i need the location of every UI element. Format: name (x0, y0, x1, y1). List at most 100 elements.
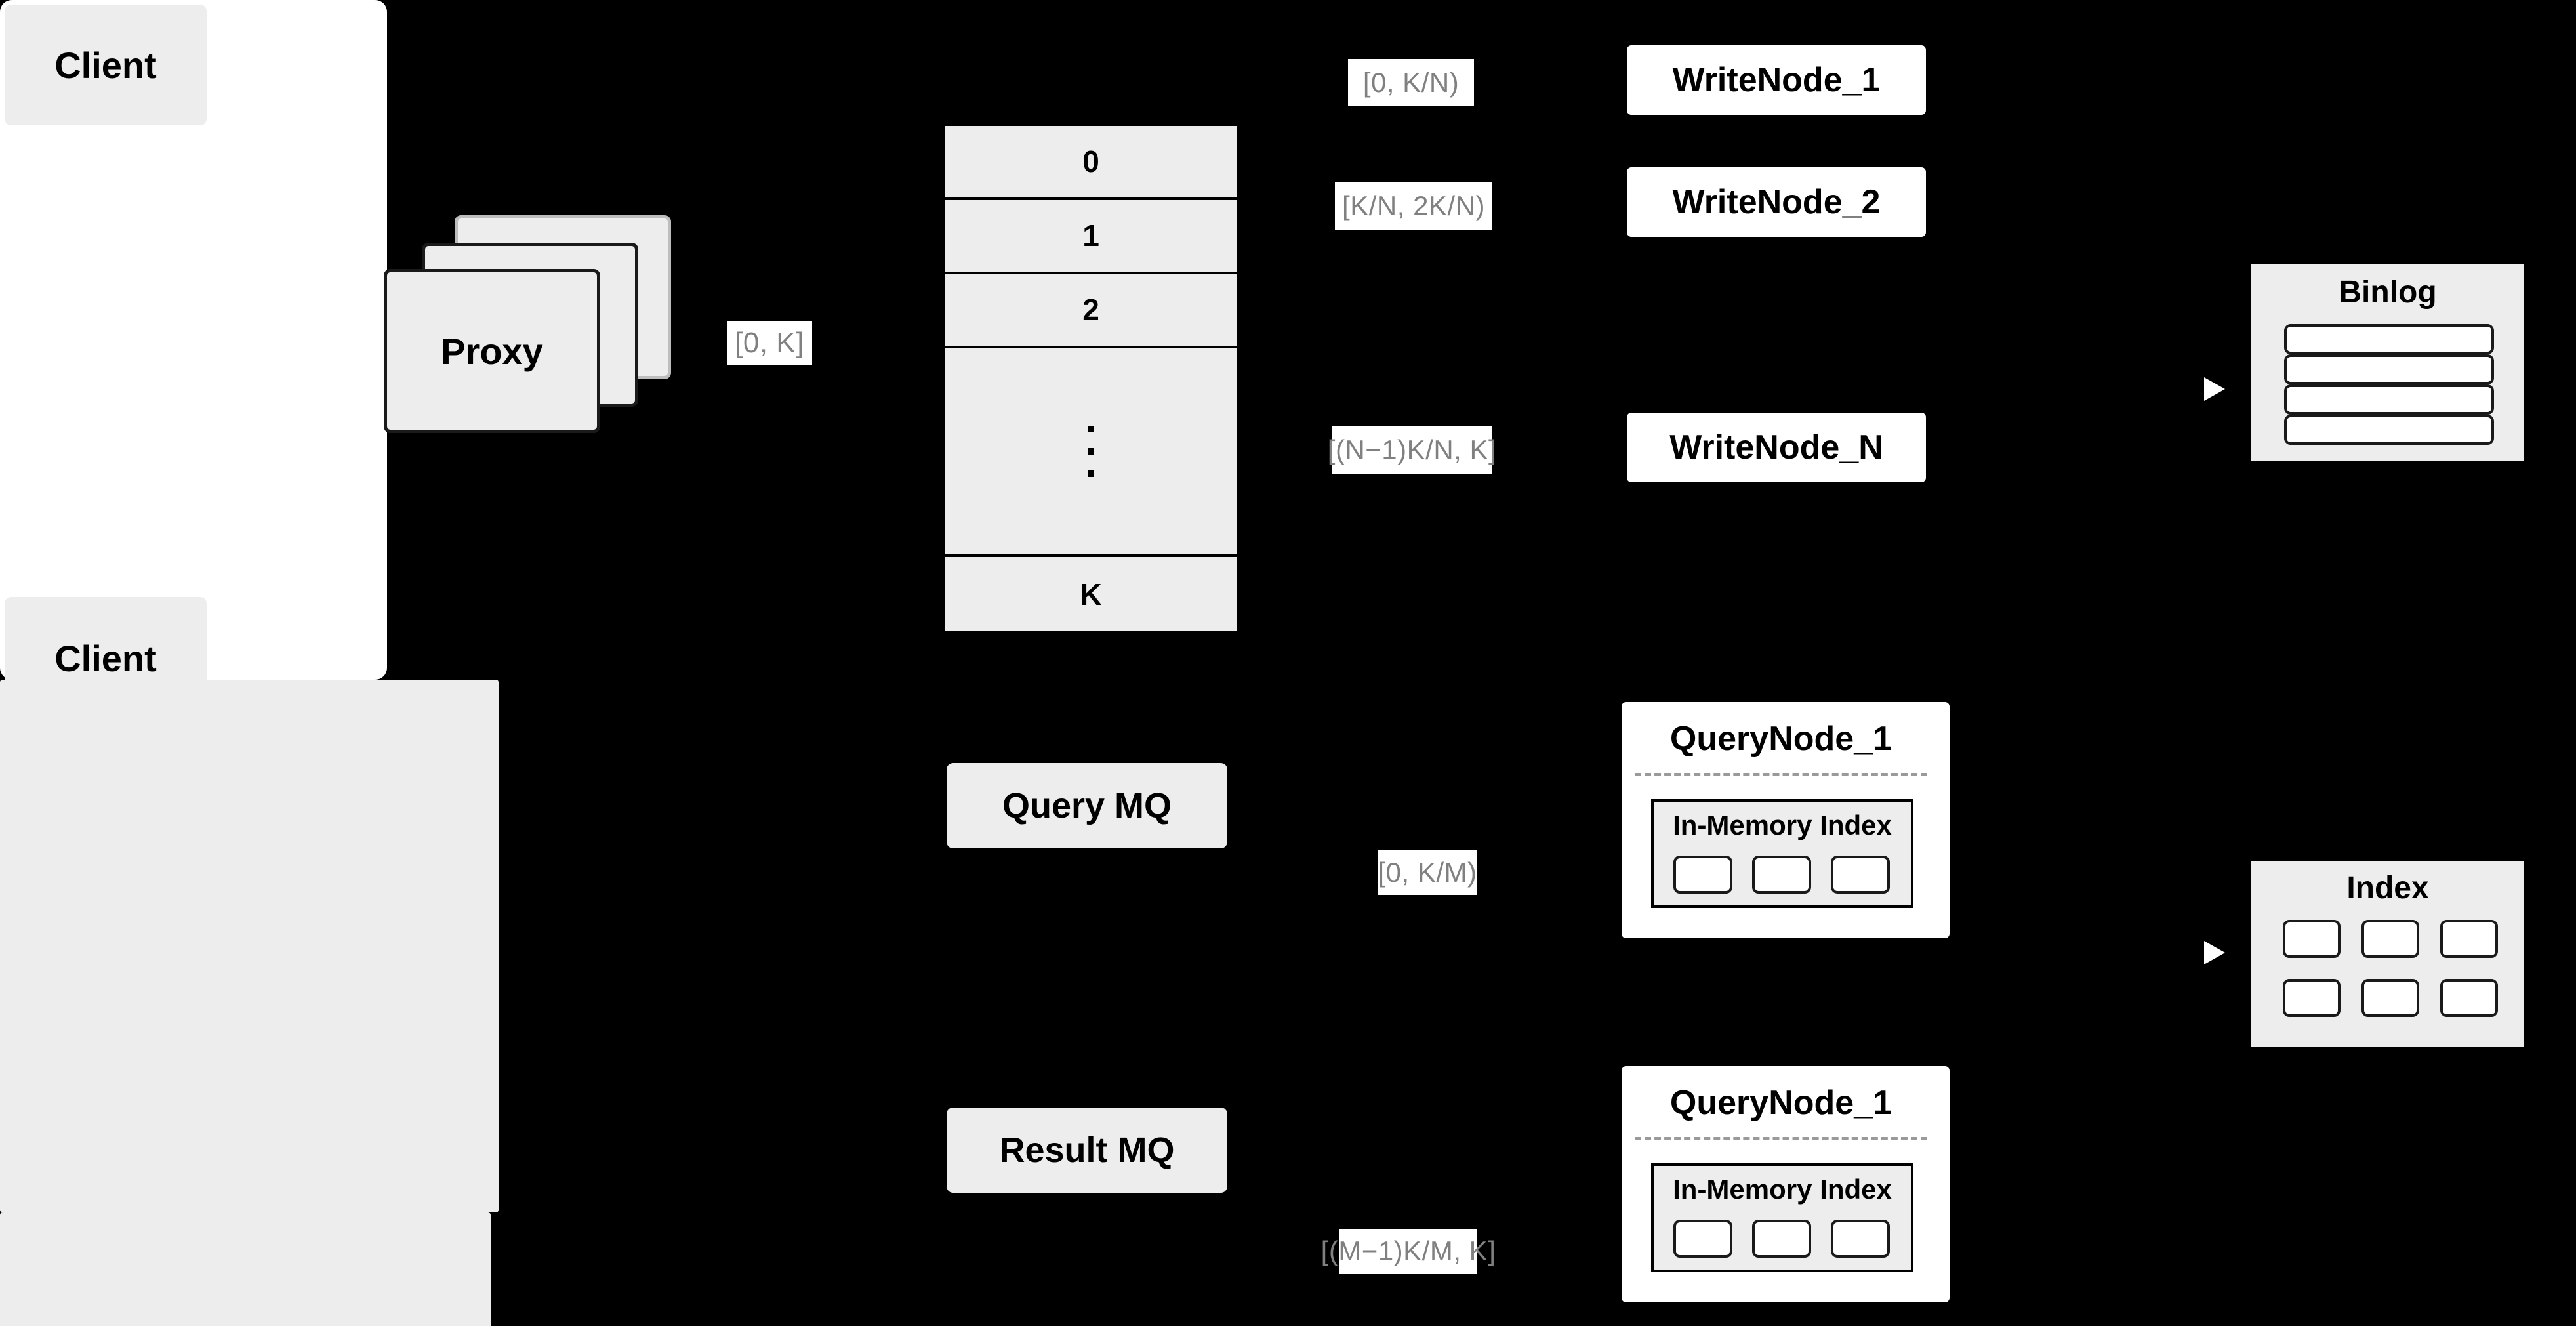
client-node-bottom-label: Client (54, 638, 157, 679)
result-mq-node[interactable]: Result MQ (947, 1108, 1227, 1193)
wal-entry-k: K (945, 557, 1237, 631)
write-node-group (0, 680, 499, 1212)
write-node-2[interactable]: WriteNode_2 (1622, 163, 1931, 241)
query-node-m-divider (1635, 1137, 1927, 1140)
index-title-text: Index (2346, 871, 2429, 905)
query-node-1-divider (1635, 773, 1927, 776)
query-node-m-title-text: QueryNode_1 (1669, 1084, 1892, 1122)
arrow-to-query-node-1 (1525, 869, 1604, 875)
proxy-node[interactable]: Proxy (384, 269, 600, 433)
arrow-head-hollow-icon (2203, 937, 2230, 968)
proxy-node-label: Proxy (441, 330, 543, 372)
index-slot (2440, 920, 2498, 958)
query-node-m-inmemory-index-title: In-Memory Index (1654, 1174, 1911, 1205)
wal-entry-2-label: 2 (1082, 293, 1099, 327)
range-label-write-node-2: [K/N, 2K/N) (1335, 182, 1492, 230)
query-node-1[interactable]: QueryNode_1 In-Memory Index (1617, 697, 1954, 943)
index-slot (1831, 1220, 1890, 1258)
index-panel: Index (2249, 858, 2527, 1050)
query-node-1-title-text: QueryNode_1 (1669, 720, 1892, 758)
arrow-to-query-node-m (1525, 1248, 1604, 1254)
ellipsis-dot-icon (1772, 371, 1779, 377)
index-title: Index (2251, 870, 2524, 906)
query-node-group (0, 1212, 491, 1326)
binlog-title-text: Binlog (2339, 275, 2437, 310)
index-slot (1673, 1220, 1732, 1258)
wal-entry-2: 2 (945, 274, 1237, 348)
index-slot (2283, 920, 2341, 958)
wal-entry-0-label: 0 (1082, 144, 1099, 179)
store-engine-title: Store Engine (2189, 167, 2569, 210)
query-node-m-inmemory-index: In-Memory Index (1651, 1163, 1913, 1272)
ellipsis-dot-icon (1772, 282, 1779, 289)
client-node-top[interactable]: Client (5, 5, 207, 125)
index-slot (1673, 856, 1732, 894)
client-node-bottom[interactable]: Client (5, 597, 207, 720)
range-label-write-node-n-text: [(N−1)K/N, K] (1327, 434, 1497, 465)
ellipsis-dot-icon (1088, 447, 1094, 455)
query-node-m-inmemory-index-label: In-Memory Index (1673, 1174, 1892, 1205)
query-mq-node[interactable]: Query MQ (947, 763, 1227, 848)
wal-entry-k-label: K (1080, 577, 1102, 611)
wal-title-text: WAL (1047, 37, 1135, 81)
result-mq-label: Result MQ (999, 1130, 1175, 1170)
write-node-n[interactable]: WriteNode_N (1622, 408, 1931, 487)
write-node-n-label: WriteNode_N (1669, 428, 1883, 466)
arrow-to-write-node-n (1497, 447, 1608, 453)
query-node-m[interactable]: QueryNode_1 In-Memory Index (1617, 1062, 1954, 1307)
ellipsis-dot-icon (1772, 326, 1779, 333)
ellipsis-dot-icon (1772, 955, 1779, 961)
query-node-1-inmemory-index-label: In-Memory Index (1673, 810, 1892, 840)
index-slot (2440, 979, 2498, 1017)
binlog-row (2284, 415, 2494, 445)
write-node-2-label: WriteNode_2 (1672, 183, 1881, 221)
index-slot (2283, 979, 2341, 1017)
arrow-to-write-node-2 (1497, 203, 1608, 209)
wal-entry-1: 1 (945, 200, 1237, 274)
index-slot (1831, 856, 1890, 894)
write-node-1[interactable]: WriteNode_1 (1622, 41, 1931, 119)
index-slot (2361, 920, 2419, 958)
query-node-1-title: QueryNode_1 (1622, 719, 1940, 758)
wal-entry-1-label: 1 (1082, 218, 1099, 253)
query-node-1-inmemory-index: In-Memory Index (1651, 799, 1913, 908)
client-node-top-label: Client (54, 44, 157, 86)
write-node-ellipsis (1771, 282, 1780, 377)
range-label-query-node-m-text: [(M−1)K/M, K] (1320, 1235, 1496, 1266)
query-mq-label: Query MQ (1002, 786, 1172, 825)
binlog-panel: Binlog (2249, 261, 2527, 463)
range-label-proxy-to-wal-text: [0, K] (735, 327, 804, 359)
query-node-m-title: QueryNode_1 (1622, 1083, 1940, 1123)
arrow-head-hollow-icon (2203, 373, 2230, 405)
arrow-to-write-node-1 (1497, 79, 1608, 85)
range-label-proxy-to-wal: [0, K] (727, 321, 812, 365)
binlog-row (2284, 384, 2494, 415)
index-slot (2361, 979, 2419, 1017)
arrow-to-index (2177, 950, 2208, 955)
binlog-row (2284, 324, 2494, 354)
ellipsis-dot-icon (1772, 999, 1779, 1006)
query-node-ellipsis (1771, 955, 1780, 1050)
wal-entry-table: 0 1 2 K (943, 123, 1239, 634)
ellipsis-dot-icon (1772, 1043, 1779, 1050)
write-node-1-label: WriteNode_1 (1672, 61, 1881, 99)
range-label-write-node-1: [0, K/N) (1348, 59, 1474, 106)
range-label-write-node-1-text: [0, K/N) (1362, 67, 1460, 98)
range-label-query-node-1: [0, K/M) (1378, 850, 1477, 895)
index-slot (1752, 1220, 1811, 1258)
range-label-query-node-1-text: [0, K/M) (1378, 857, 1477, 888)
range-label-query-node-m: [(M−1)K/M, K] (1321, 1229, 1496, 1274)
ellipsis-dot-icon (1088, 425, 1094, 432)
wal-entry-0: 0 (945, 126, 1237, 200)
ellipsis-dot-icon (1088, 470, 1094, 477)
binlog-row (2284, 354, 2494, 384)
arrow-to-binlog (2177, 386, 2208, 391)
index-slot (1752, 856, 1811, 894)
binlog-title: Binlog (2251, 274, 2524, 310)
query-node-1-inmemory-index-title: In-Memory Index (1654, 810, 1911, 841)
range-label-write-node-2-text: [K/N, 2K/N) (1342, 190, 1485, 221)
wal-entry-ellipsis (945, 348, 1237, 558)
store-engine-title-text: Store Engine (2266, 168, 2493, 209)
range-label-write-node-n: [(N−1)K/N, K] (1328, 426, 1496, 474)
